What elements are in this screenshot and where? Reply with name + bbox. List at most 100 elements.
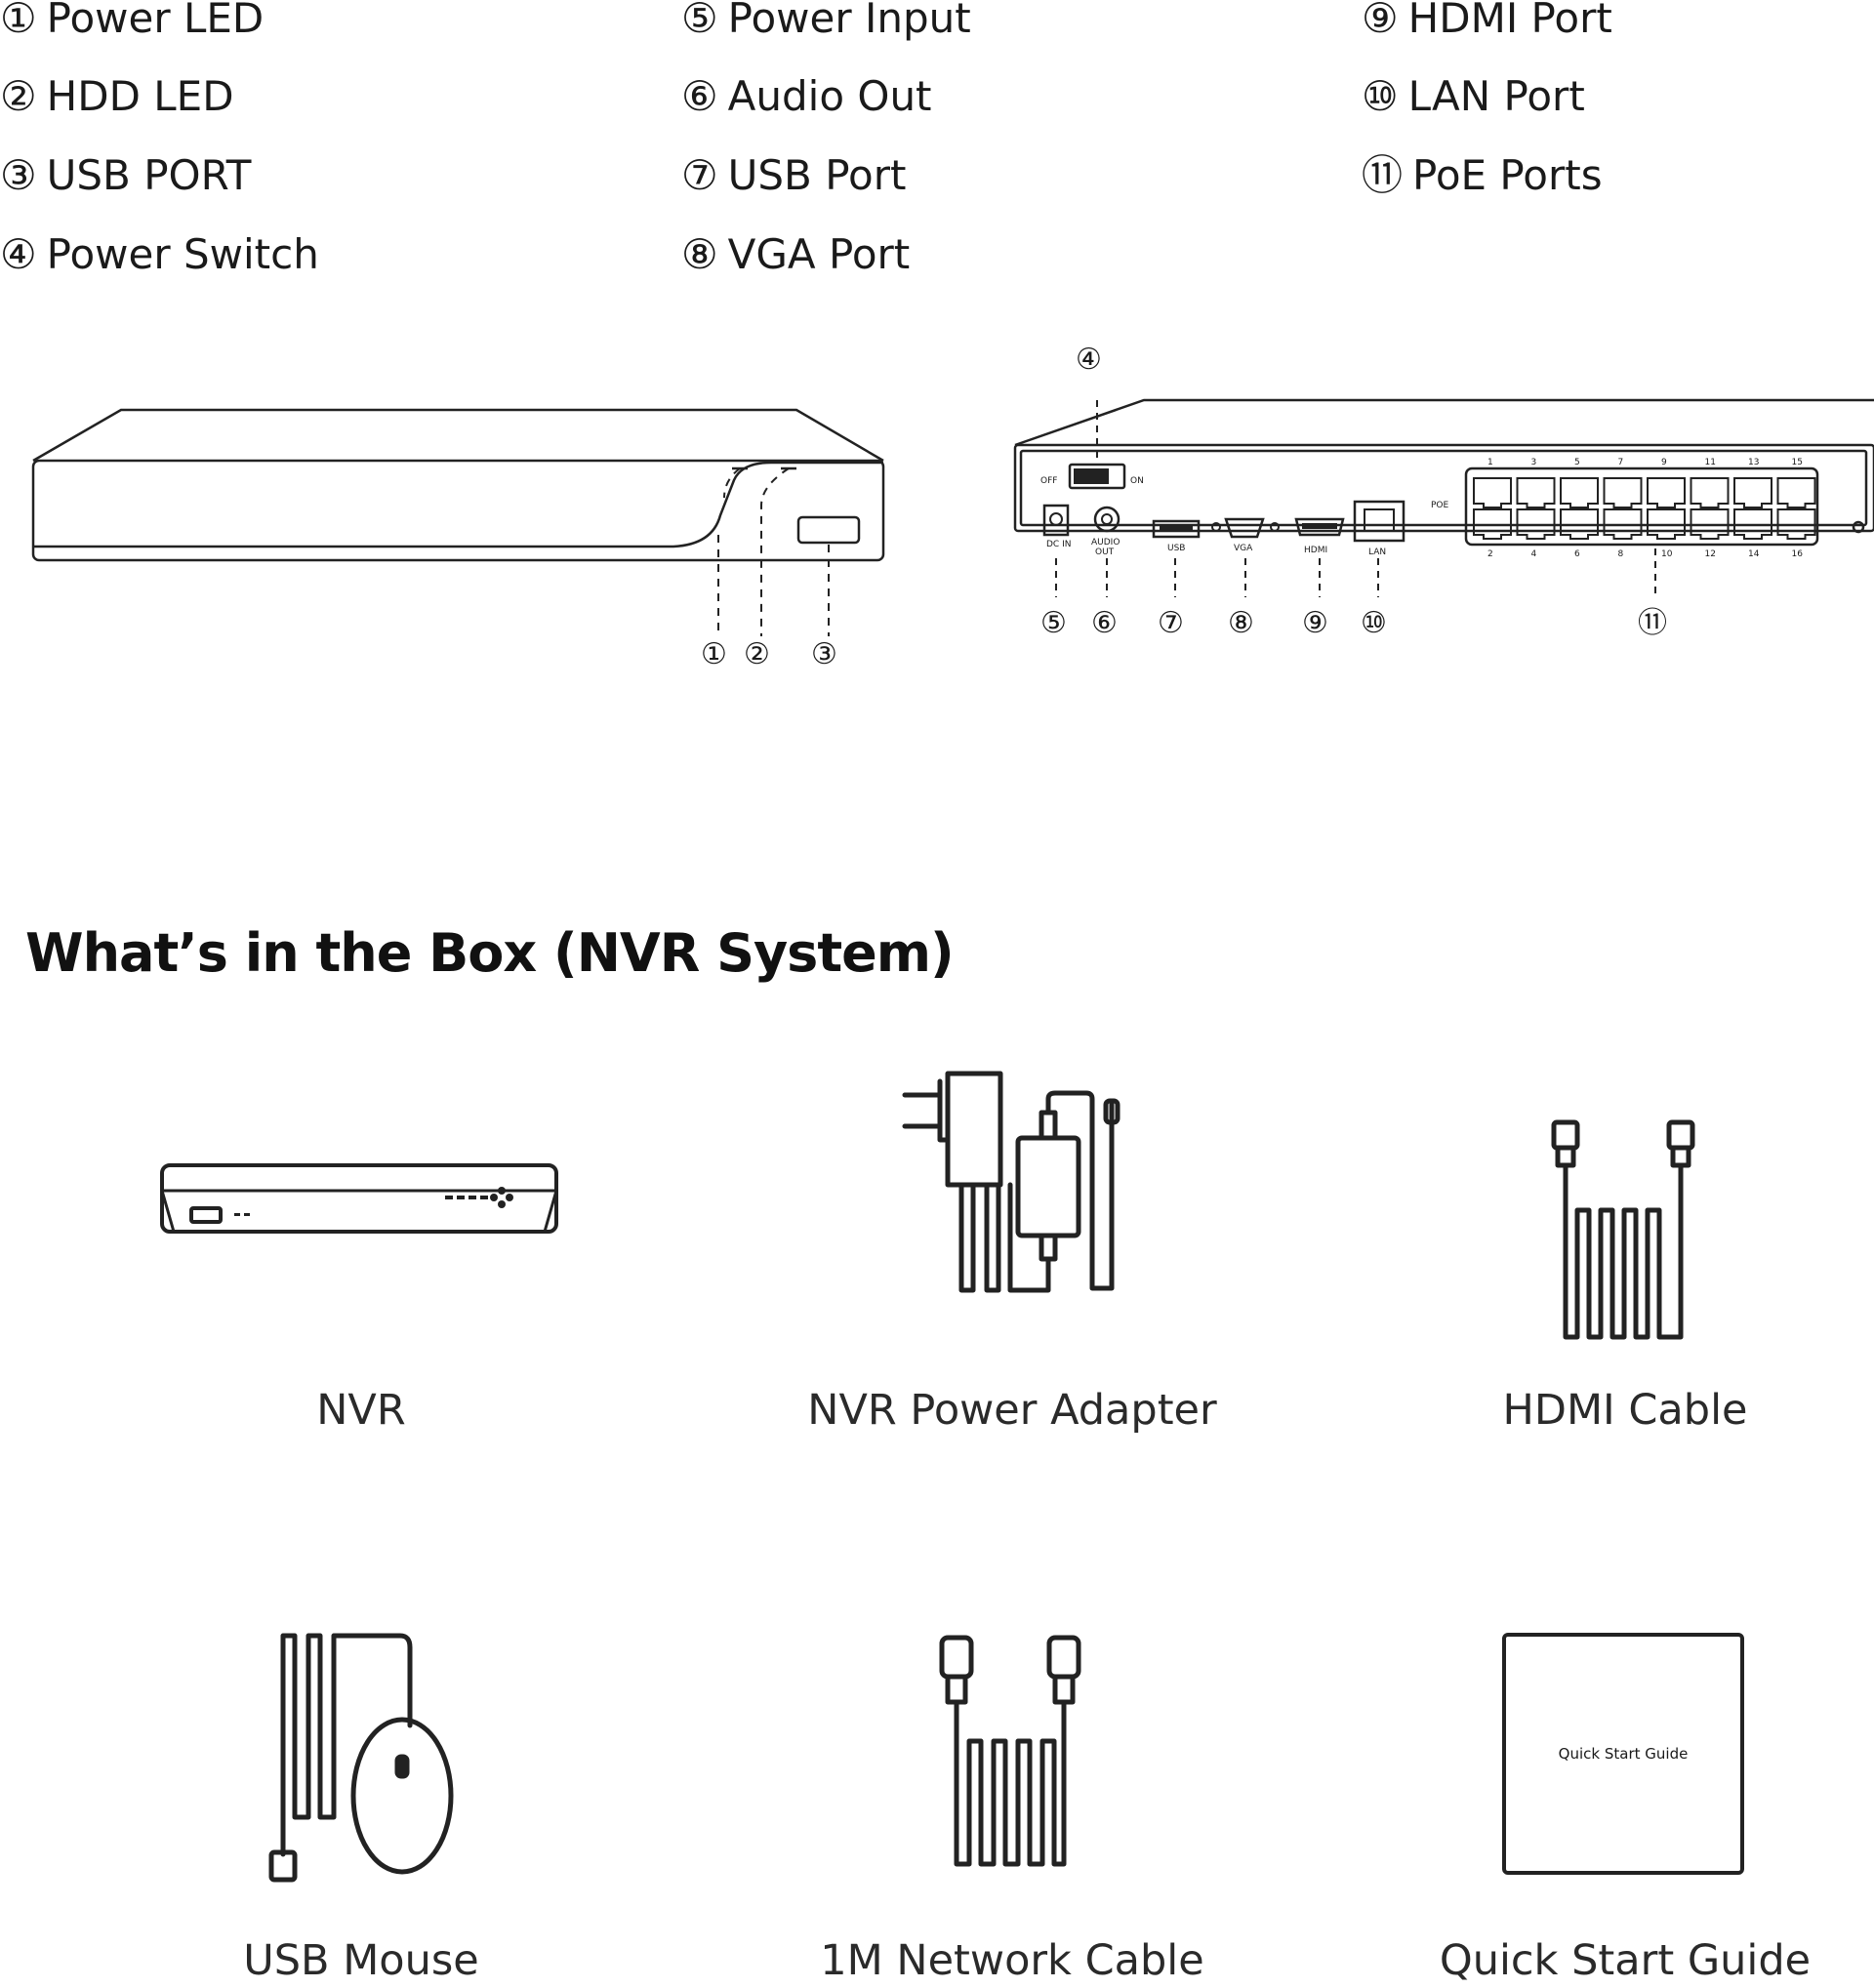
- quick-start-guide-icon: Quick Start Guide: [1502, 1633, 1744, 1875]
- poe-port: [1473, 508, 1512, 540]
- callout-3: ③: [811, 637, 837, 671]
- poe-port: [1733, 477, 1772, 508]
- poe-port: [1560, 508, 1599, 540]
- box-item-label-quick-start-guide: Quick Start Guide: [1439, 1936, 1812, 1985]
- legend-label: HDMI Port: [1407, 0, 1612, 42]
- poe-port: [1473, 477, 1512, 508]
- poe-port: [1516, 508, 1556, 540]
- box-item-label-nvr: NVR: [316, 1386, 406, 1435]
- legend-number: ⑩: [1362, 72, 1399, 120]
- poe-port: [1776, 477, 1816, 508]
- poe-port: [1603, 508, 1643, 540]
- legend-number: ④: [0, 230, 37, 278]
- poe-port-number: 15: [1792, 458, 1803, 467]
- nvr-rear-diagram: OFF ON ④ DC IN AUDIO OUT USB VGA HDMI LA…: [1013, 343, 1874, 640]
- callout-1: ①: [701, 637, 727, 671]
- callout-10: ⑩: [1361, 606, 1387, 640]
- usb-label: USB: [1167, 544, 1185, 553]
- nvr-front-diagram: ① ② ③: [31, 408, 885, 671]
- poe-port-number: 12: [1705, 549, 1716, 559]
- poe-port-number: 6: [1574, 549, 1580, 559]
- vga-label: VGA: [1234, 544, 1253, 553]
- callout-11: ⑪: [1638, 606, 1667, 640]
- callout-5: ⑤: [1040, 606, 1067, 640]
- callout-2: ②: [744, 637, 770, 671]
- guide-cover-text: Quick Start Guide: [1559, 1745, 1689, 1763]
- poe-port: [1690, 477, 1730, 508]
- audio-out-label-1: AUDIO: [1091, 538, 1120, 548]
- poe-port: [1733, 508, 1772, 540]
- usb-mouse-icon: [268, 1633, 454, 1883]
- dc-in-label: DC IN: [1046, 540, 1071, 549]
- poe-port-number: 2: [1487, 549, 1493, 559]
- poe-port-number: 14: [1748, 549, 1760, 559]
- network-cable-icon: [939, 1635, 1081, 1867]
- poe-port: [1690, 508, 1730, 540]
- switch-on-label: ON: [1130, 476, 1144, 486]
- legend-number: ①: [0, 0, 37, 42]
- legend-label: PoE Ports: [1412, 151, 1603, 199]
- legend-label: USB PORT: [46, 151, 252, 199]
- box-item-label-network-cable: 1M Network Cable: [820, 1936, 1204, 1985]
- legend-label: Power Input: [727, 0, 971, 42]
- poe-label: POE: [1431, 501, 1449, 510]
- poe-port-number: 9: [1661, 458, 1667, 467]
- legend-number: ⑪: [1362, 151, 1404, 199]
- power-adapter-icon: [902, 1071, 1120, 1293]
- poe-port-number: 8: [1618, 549, 1624, 559]
- poe-port: [1516, 477, 1556, 508]
- poe-port-number: 4: [1531, 549, 1537, 559]
- poe-port-number: 16: [1792, 549, 1804, 559]
- legend-number: ②: [0, 72, 37, 120]
- poe-port: [1603, 477, 1643, 508]
- legend-number: ⑥: [681, 72, 718, 120]
- box-item-label-hdmi-cable: HDMI Cable: [1502, 1386, 1748, 1435]
- poe-bottom-numbers: 2 4 6 8 10 12 14 16: [1487, 549, 1803, 559]
- poe-port-number: 11: [1705, 458, 1716, 467]
- callout-9: ⑨: [1302, 606, 1328, 640]
- poe-port-number: 5: [1574, 458, 1580, 467]
- audio-out-label-2: OUT: [1095, 548, 1115, 557]
- legend-label: Audio Out: [727, 72, 932, 120]
- callout-7: ⑦: [1158, 606, 1184, 640]
- hdmi-label: HDMI: [1304, 546, 1327, 555]
- poe-port-number: 10: [1661, 549, 1673, 559]
- legend-label: USB Port: [727, 151, 907, 199]
- poe-port: [1560, 477, 1599, 508]
- callout-8: ⑧: [1228, 606, 1254, 640]
- switch-off-label: OFF: [1040, 476, 1057, 486]
- nvr-icon: [160, 1163, 558, 1234]
- legend-number: ⑤: [681, 0, 718, 42]
- legend-number: ⑧: [681, 230, 718, 278]
- hdmi-cable-icon: [1551, 1119, 1695, 1340]
- poe-port: [1647, 477, 1686, 508]
- poe-port-grid: [1473, 477, 1816, 540]
- legend-number: ⑨: [1362, 0, 1399, 42]
- legend-label: Power Switch: [46, 230, 319, 278]
- callout-6: ⑥: [1091, 606, 1118, 640]
- legend-label: LAN Port: [1407, 72, 1585, 120]
- legend-label: Power LED: [46, 0, 265, 42]
- callout-4: ④: [1076, 343, 1102, 377]
- legend-label: HDD LED: [46, 72, 234, 120]
- poe-port-number: 1: [1487, 458, 1493, 467]
- poe-port-number: 13: [1748, 458, 1759, 467]
- legend-label: VGA Port: [727, 230, 911, 278]
- poe-port-number: 7: [1618, 458, 1624, 467]
- poe-port-number: 3: [1531, 458, 1537, 467]
- poe-port: [1647, 508, 1686, 540]
- legend-number: ③: [0, 151, 37, 199]
- box-item-label-usb-mouse: USB Mouse: [243, 1936, 479, 1985]
- poe-port: [1776, 508, 1816, 540]
